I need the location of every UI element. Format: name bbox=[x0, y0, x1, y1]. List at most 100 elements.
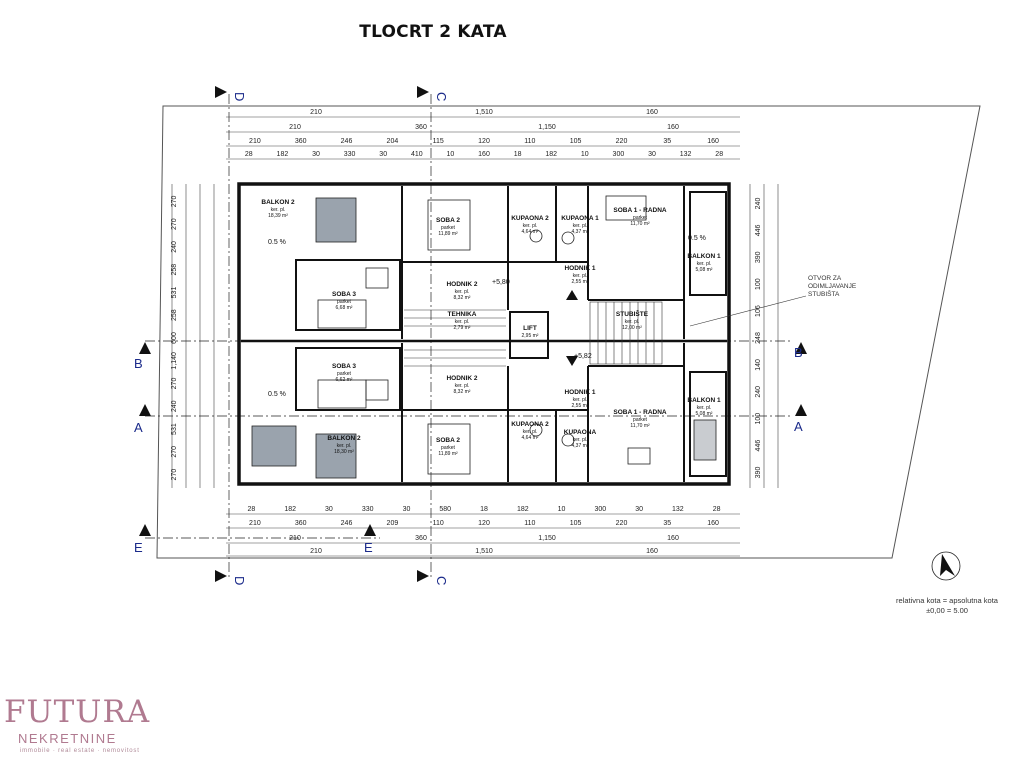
room-name: KUPAONA 2 bbox=[511, 421, 549, 428]
dimension-value: 28 bbox=[248, 506, 256, 513]
room-name: BALKON 1 bbox=[687, 253, 721, 260]
dimension-value: 132 bbox=[672, 506, 684, 513]
room-floor: parket bbox=[337, 299, 352, 305]
room-floor: parket bbox=[441, 225, 456, 231]
dimension-value: 270 bbox=[171, 218, 178, 230]
dimension-value: 1,150 bbox=[538, 535, 556, 542]
room-floor: ker. pl. bbox=[697, 405, 712, 411]
room-area: 4,64 m² bbox=[522, 229, 539, 235]
company-logo: FUTURA NEKRETNINE immobile · real estate… bbox=[4, 694, 164, 764]
dimension-value: 240 bbox=[755, 386, 762, 398]
room-name: KUPAONA 2 bbox=[511, 215, 549, 222]
plan-title: TLOCRT 2 KATA bbox=[359, 22, 507, 42]
dimension-value: 220 bbox=[616, 138, 628, 145]
dimension-value: 531 bbox=[171, 423, 178, 435]
room-name: BALKON 2 bbox=[261, 199, 295, 206]
dimension-value: 160 bbox=[667, 124, 679, 131]
dimension-value: 18 bbox=[514, 151, 522, 158]
room-floor: ker. pl. bbox=[573, 223, 588, 229]
site-boundary bbox=[156, 105, 981, 559]
level-legend: relativna kota = apsolutna kota ±0,00 = … bbox=[872, 596, 1022, 616]
room-name: SOBA 2 bbox=[436, 217, 460, 224]
dimension-value: 100 bbox=[755, 278, 762, 290]
dimension-value: 110 bbox=[524, 138, 535, 145]
dimension-value: 160 bbox=[667, 535, 679, 542]
room-area: 4,64 m² bbox=[522, 435, 539, 441]
room-floor: ker. pl. bbox=[625, 319, 640, 325]
room-floor: parket bbox=[337, 371, 352, 377]
room-area: 6,68 m² bbox=[336, 305, 353, 311]
dimension-value: 1,510 bbox=[475, 109, 493, 116]
dimension-value: 160 bbox=[478, 151, 490, 158]
stair-arrow-down bbox=[566, 356, 578, 366]
section-label-e-right: E bbox=[364, 540, 373, 555]
room-area: 11,70 m² bbox=[630, 221, 650, 227]
dimension-value: 210 bbox=[289, 535, 301, 542]
dimension-value: 240 bbox=[171, 241, 178, 253]
logo-wordmark: FUTURA bbox=[4, 694, 151, 730]
dimension-value: 210 bbox=[289, 124, 301, 131]
room-area: 5,08 m² bbox=[696, 267, 713, 273]
dimension-value: 30 bbox=[635, 506, 643, 513]
dimension-value: 105 bbox=[570, 520, 582, 527]
dimension-value: 28 bbox=[713, 506, 721, 513]
room-floor: ker. pl. bbox=[455, 383, 470, 389]
dimension-value: 160 bbox=[646, 109, 658, 116]
stair-arrow-up bbox=[566, 290, 578, 300]
room-name: LIFT bbox=[523, 325, 537, 332]
dimension-value: 210 bbox=[310, 109, 322, 116]
section-lines bbox=[145, 94, 790, 578]
dimension-value: 30 bbox=[403, 506, 411, 513]
room-area: 18,39 m² bbox=[268, 213, 288, 219]
dimension-value: 120 bbox=[478, 138, 490, 145]
dimension-value: 160 bbox=[707, 520, 719, 527]
dimension-value: 390 bbox=[755, 251, 762, 263]
dimension-value: 300 bbox=[613, 151, 625, 158]
room-floor: ker. pl. bbox=[697, 261, 712, 267]
room-area: 2,55 m² bbox=[572, 279, 589, 285]
dimension-value: 330 bbox=[344, 151, 356, 158]
logo-tagline: immobile · real estate · nemovitost bbox=[20, 748, 140, 754]
dimension-value: 30 bbox=[379, 151, 387, 158]
room-area: 8,32 m² bbox=[454, 389, 471, 395]
slope-mark-balcony: 0.5 % bbox=[688, 235, 706, 242]
dimension-value: 446 bbox=[755, 224, 762, 236]
dimension-value: 30 bbox=[325, 506, 333, 513]
room-area: 8,32 m² bbox=[454, 295, 471, 301]
dimension-value: 220 bbox=[616, 520, 628, 527]
room-floor: ker. pl. bbox=[455, 319, 470, 325]
dimension-value: 204 bbox=[387, 138, 399, 145]
room-area: 2,79 m² bbox=[454, 325, 471, 331]
room-name: HODNIK 2 bbox=[446, 281, 477, 288]
room-name: TEHNIKA bbox=[448, 311, 477, 318]
dimension-value: 120 bbox=[478, 520, 490, 527]
dimension-value: 246 bbox=[341, 520, 353, 527]
stair-treads-left bbox=[404, 309, 506, 367]
dimension-lines-right bbox=[749, 184, 779, 488]
dimension-value: 330 bbox=[362, 506, 374, 513]
level-mark-lower: +5,82 bbox=[574, 353, 592, 360]
level-legend-line-2: ±0,00 = 5.00 bbox=[926, 606, 968, 615]
room-area: 11,89 m² bbox=[438, 451, 458, 457]
level-legend-line-1: relativna kota = apsolutna kota bbox=[896, 596, 998, 605]
section-label-c-top: C bbox=[434, 92, 449, 101]
dimension-value: 10 bbox=[447, 151, 455, 158]
dimension-value: 30 bbox=[648, 151, 656, 158]
dimension-value: 210 bbox=[249, 520, 261, 527]
room-floor: parket bbox=[441, 445, 456, 451]
dimension-value: 390 bbox=[755, 467, 762, 479]
dimension-value: 30 bbox=[312, 151, 320, 158]
dimension-value: 446 bbox=[755, 440, 762, 452]
dimension-value: 1,510 bbox=[475, 548, 493, 555]
